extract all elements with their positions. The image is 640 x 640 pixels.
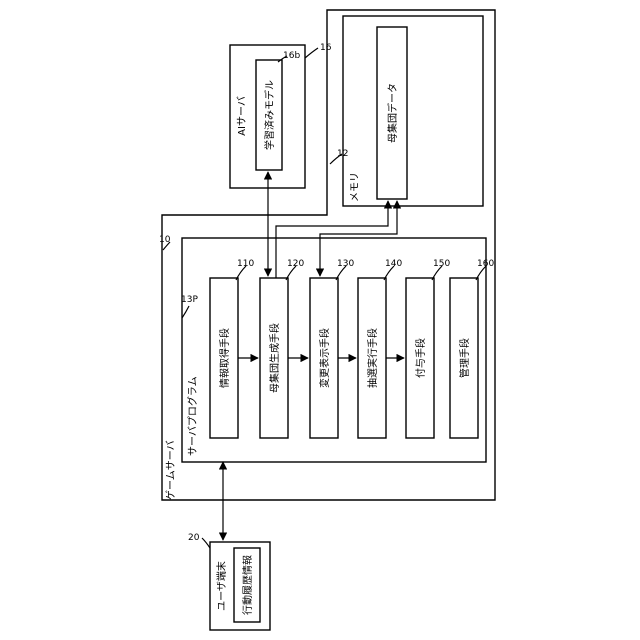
ref-110: 110 bbox=[237, 259, 254, 269]
ai-server-label: AIサーバ bbox=[236, 96, 248, 136]
leader-16 bbox=[305, 48, 318, 58]
memory-label: メモリ bbox=[350, 172, 361, 202]
server-program-label: サーバプログラム bbox=[186, 376, 199, 456]
ref-16b: 16b bbox=[283, 51, 300, 61]
unit-label-lottery-execution: 抽選実行手段 bbox=[366, 328, 379, 388]
ref-10: 10 bbox=[159, 235, 171, 245]
unit-label-granting: 付与手段 bbox=[414, 338, 427, 378]
ref-150: 150 bbox=[433, 259, 450, 269]
memory-box bbox=[343, 16, 483, 206]
unit-label-management: 管理手段 bbox=[458, 338, 471, 378]
ref-160: 160 bbox=[477, 259, 494, 269]
history-info-label: 行動履歴情報 bbox=[241, 555, 254, 615]
user-terminal-label: ユーザ端末 bbox=[215, 561, 228, 611]
ref-20: 20 bbox=[188, 533, 200, 543]
ref-12: 12 bbox=[337, 149, 348, 159]
game-server-label: ゲームサーバ bbox=[165, 440, 177, 500]
ref-140: 140 bbox=[385, 259, 402, 269]
ref-16: 16 bbox=[320, 43, 332, 53]
ref-130: 130 bbox=[337, 259, 354, 269]
trained-model-label: 学習済みモデル bbox=[263, 80, 276, 150]
unit-label-population-generation: 母集団生成手段 bbox=[268, 323, 281, 393]
unit-label-info-acquisition: 情報取得手段 bbox=[218, 328, 231, 388]
population-data-label: 母集団データ bbox=[386, 83, 399, 143]
ref-13p: 13P bbox=[181, 295, 198, 305]
unit-label-change-display: 変更表示手段 bbox=[318, 328, 331, 388]
leader-20 bbox=[202, 538, 210, 548]
ref-120: 120 bbox=[287, 259, 304, 269]
